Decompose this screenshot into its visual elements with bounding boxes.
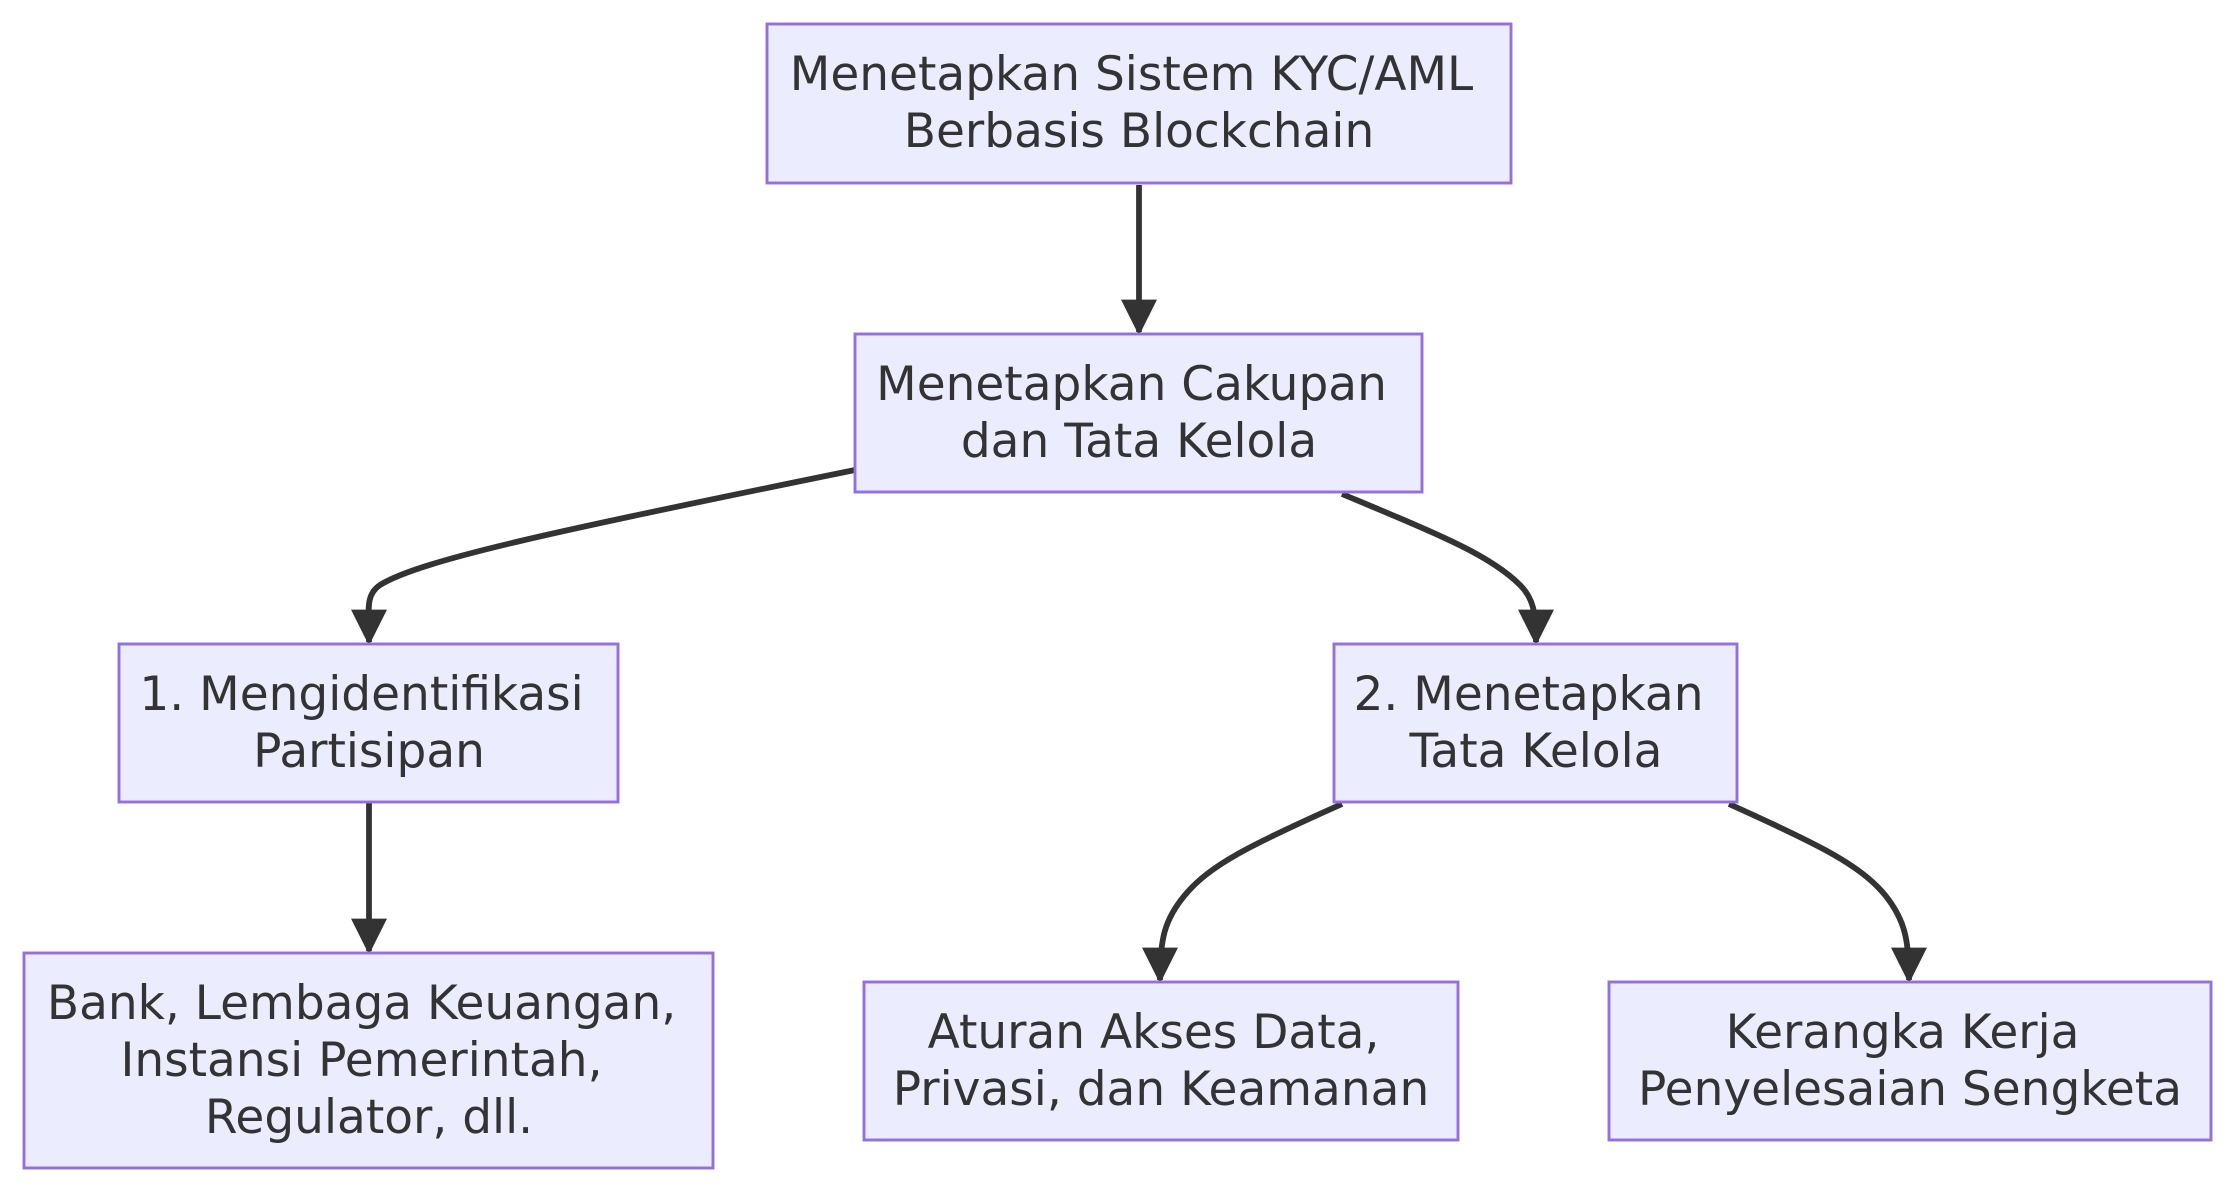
node-dispute-line-2: Penyelesaian Sengketa <box>1638 1062 2182 1117</box>
node-scope: Menetapkan Cakupan dan Tata Kelola <box>853 332 1424 494</box>
node-governance-label: 2. Menetapkan Tata Kelola <box>1354 667 1719 779</box>
node-governance-line-2: Tata Kelola <box>1409 724 1663 779</box>
node-access-line-2: Privasi, dan Keamanan <box>893 1062 1429 1117</box>
node-scope-line-1: Menetapkan Cakupan <box>876 357 1387 412</box>
node-participants: Bank, Lembaga Keuangan, Instansi Pemerin… <box>22 951 715 1170</box>
node-participants-line-3: Regulator, dll. <box>205 1090 533 1145</box>
node-participants-line-1: Bank, Lembaga Keuangan, <box>47 976 676 1031</box>
node-access-line-1: Aturan Akses Data, <box>928 1005 1380 1060</box>
node-participants-line-2: Instansi Pemerintah, <box>120 1033 602 1088</box>
edge-scope-to-identify <box>350 467 856 646</box>
node-root-label: Menetapkan Sistem KYC/AML Berbasis Block… <box>790 47 1488 159</box>
node-governance: 2. Menetapkan Tata Kelola <box>1332 642 1739 804</box>
node-root: Menetapkan Sistem KYC/AML Berbasis Block… <box>765 22 1513 185</box>
node-access-label: Aturan Akses Data, Privasi, dan Keamanan <box>893 1005 1429 1117</box>
node-dispute-line-1: Kerangka Kerja <box>1726 1005 2080 1060</box>
node-identify: 1. Mengidentifikasi Partisipan <box>117 642 620 804</box>
node-identify-line-1: 1. Mengidentifikasi <box>139 667 583 722</box>
node-scope-line-2: dan Tata Kelola <box>961 414 1317 469</box>
node-access: Aturan Akses Data, Privasi, dan Keamanan <box>862 980 1460 1142</box>
node-scope-label: Menetapkan Cakupan dan Tata Kelola <box>876 357 1402 469</box>
edge-governance-to-access <box>1142 801 1344 984</box>
node-identify-label: 1. Mengidentifikasi Partisipan <box>139 667 598 779</box>
node-participants-label: Bank, Lembaga Keuangan, Instansi Pemerin… <box>47 976 691 1145</box>
node-dispute-label: Kerangka Kerja Penyelesaian Sengketa <box>1638 1005 2182 1117</box>
node-root-line-1: Menetapkan Sistem KYC/AML <box>790 47 1473 102</box>
node-dispute: Kerangka Kerja Penyelesaian Sengketa <box>1607 980 2213 1142</box>
edge-governance-to-dispute <box>1727 801 1927 984</box>
node-identify-line-2: Partisipan <box>253 724 485 779</box>
edge-scope-to-governance <box>1340 491 1554 646</box>
node-root-line-2: Berbasis Blockchain <box>904 104 1374 159</box>
node-governance-line-1: 2. Menetapkan <box>1354 667 1704 722</box>
